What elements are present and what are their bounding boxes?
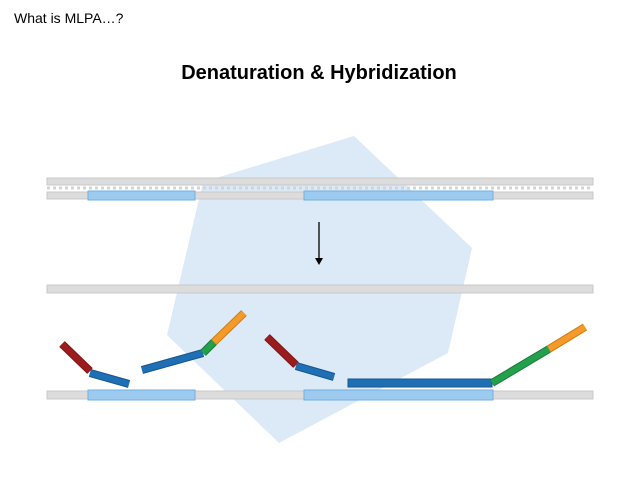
target-region-4 <box>303 389 494 401</box>
target-region-1 <box>87 190 196 201</box>
target-region-3 <box>87 389 196 401</box>
dna-strand-top <box>46 177 594 186</box>
probe-pair-2 <box>264 323 588 388</box>
hybridizing-seq-2b <box>347 378 493 388</box>
probe-pair-1 <box>59 310 247 388</box>
single-strand-upper <box>46 284 594 294</box>
corner-title: What is MLPA…? <box>14 10 124 26</box>
double-stranded-dna <box>46 177 594 201</box>
target-region-2 <box>303 190 494 201</box>
primer-red-1-fill <box>59 341 93 374</box>
down-arrow-icon <box>315 222 323 265</box>
hybridized-strand <box>46 389 594 401</box>
slide-title: Denaturation & Hybridization <box>181 62 457 84</box>
